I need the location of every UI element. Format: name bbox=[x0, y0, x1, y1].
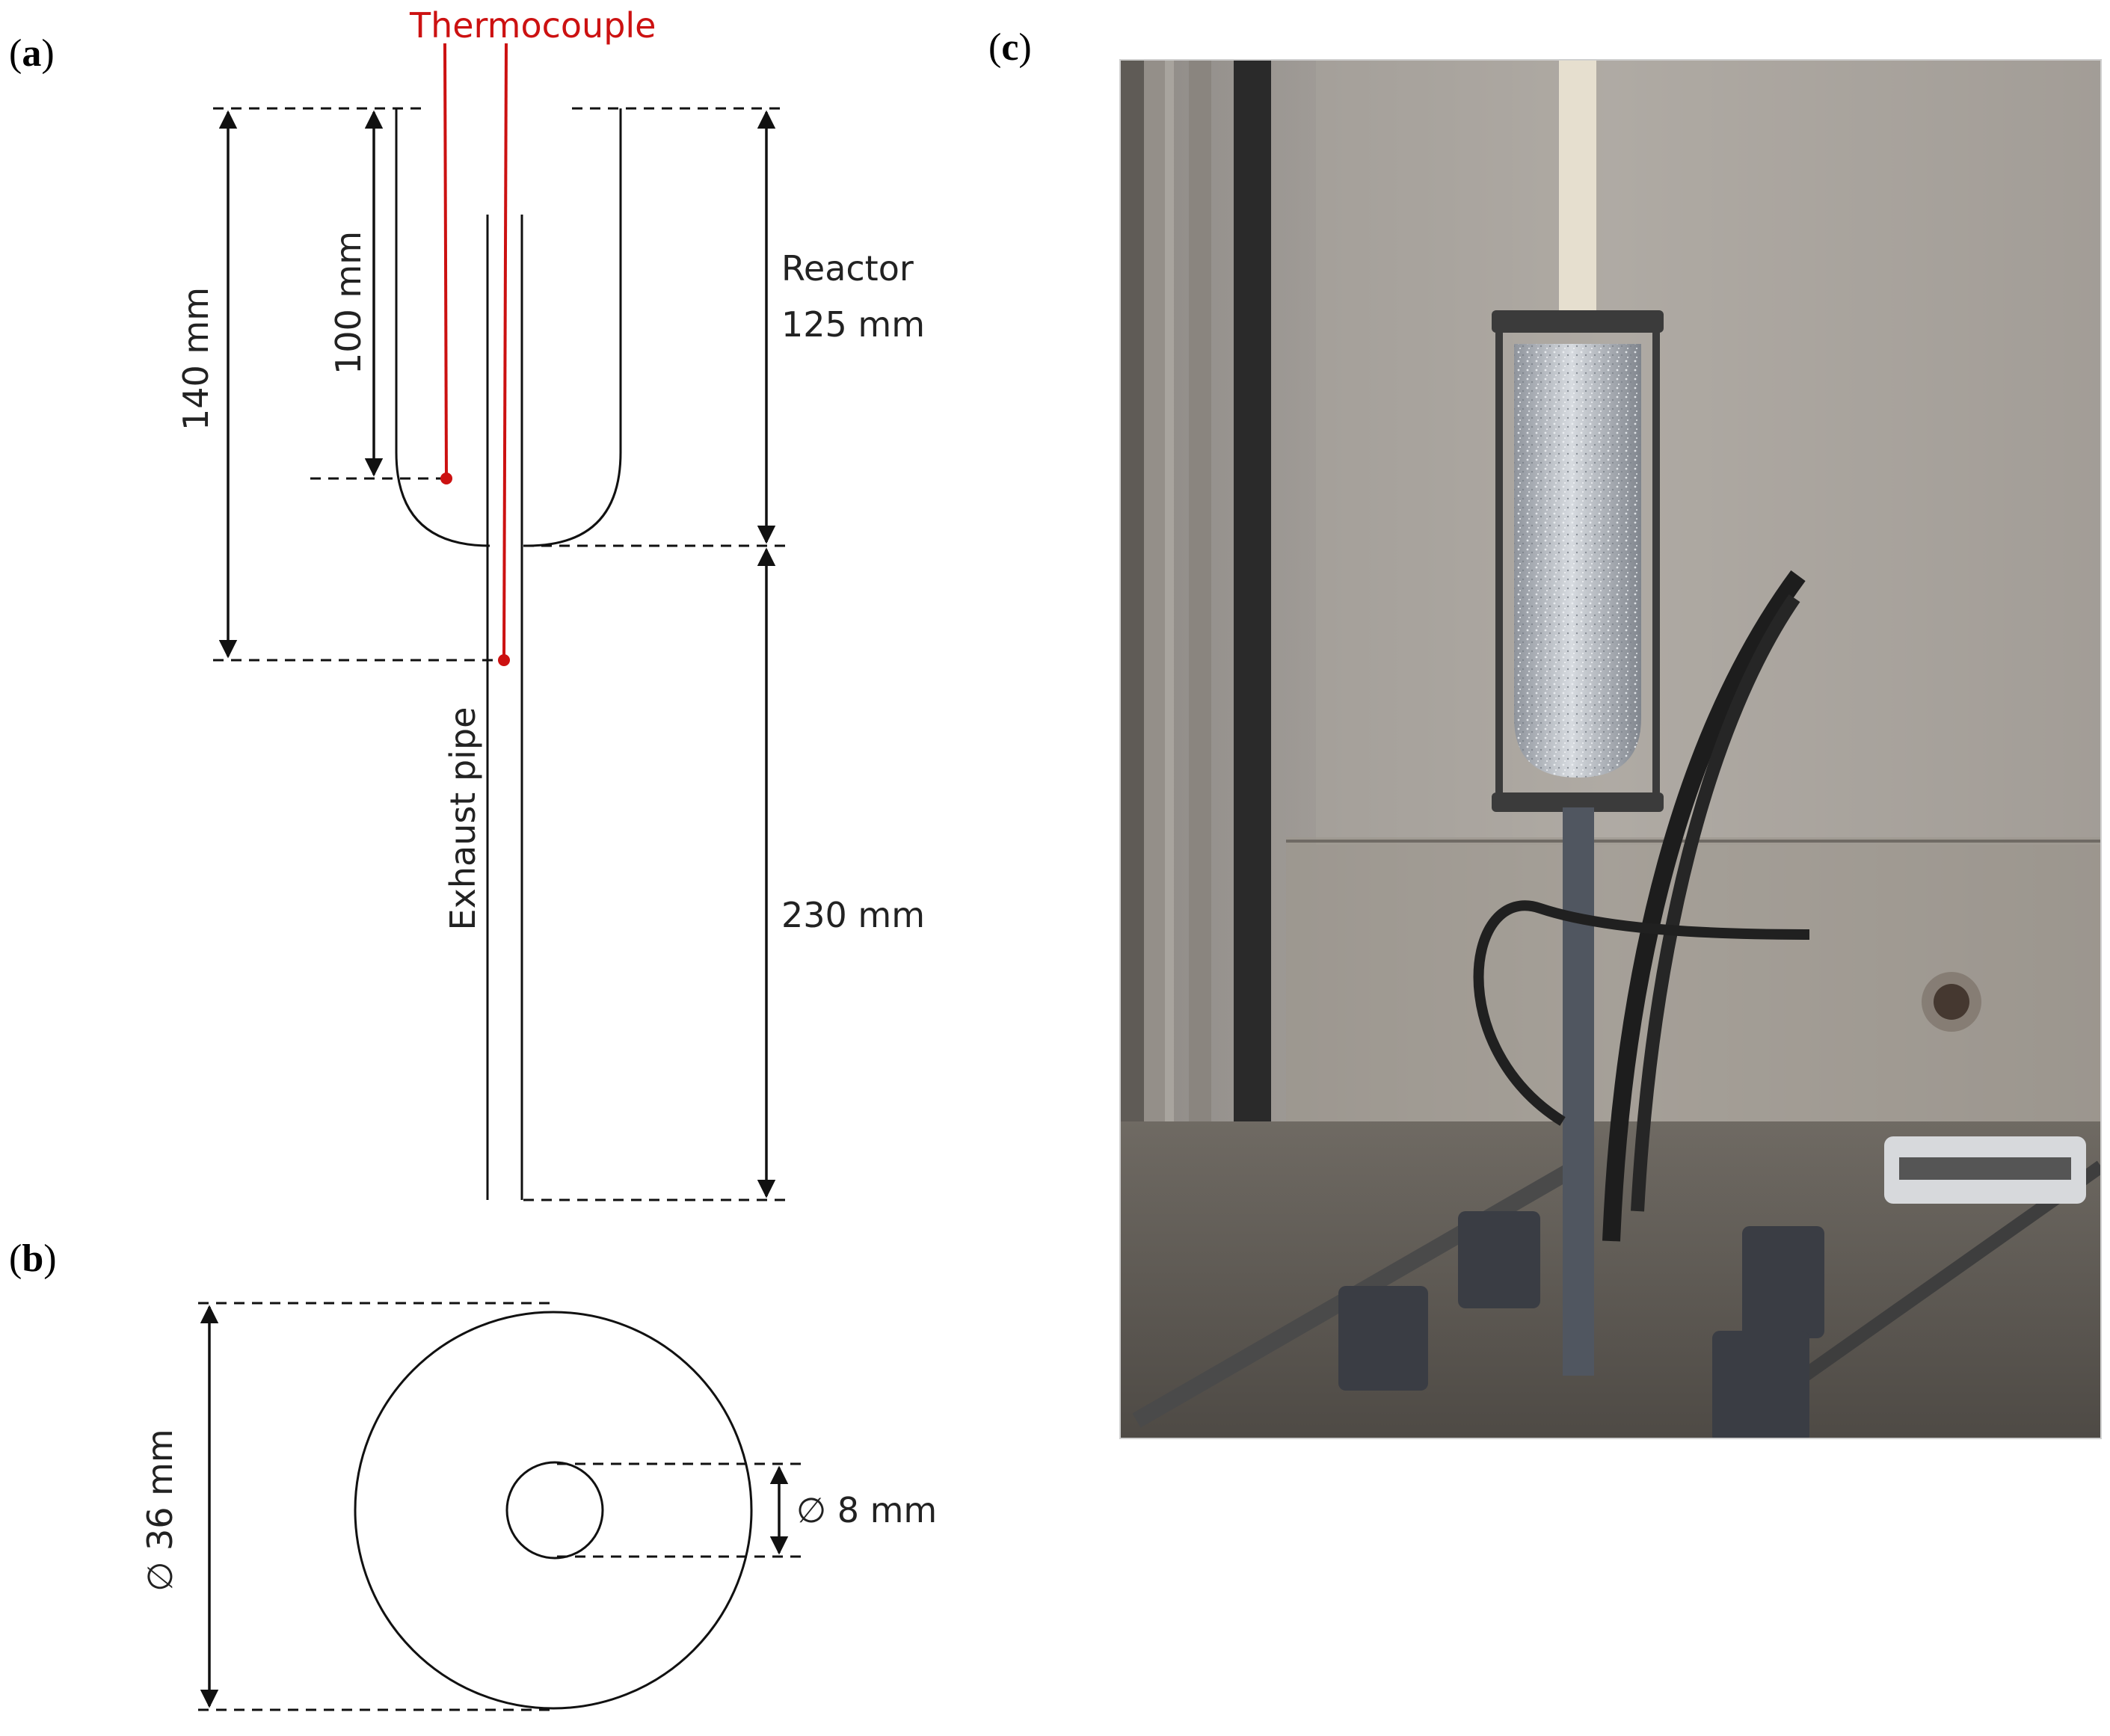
inner-circle bbox=[505, 1461, 604, 1560]
outer-circle bbox=[354, 1311, 753, 1710]
reactor-left-wall bbox=[395, 108, 490, 547]
inner-diameter-label: ∅ 8 mm bbox=[796, 1490, 937, 1530]
hose-2 bbox=[1473, 900, 1810, 1126]
burn-mark bbox=[1934, 984, 1969, 1020]
cable-chain bbox=[1234, 60, 1271, 1181]
cross-section-diagram: ∅ 36 mm ∅ 8 mm bbox=[140, 1302, 937, 1711]
dim-230-label: 230 mm bbox=[781, 895, 925, 935]
exhaust-pipe-label: Exhaust pipe bbox=[443, 707, 483, 931]
thermocouple-tip-1 bbox=[440, 473, 452, 484]
outer-diameter-label: ∅ 36 mm bbox=[140, 1429, 180, 1591]
lower-wall-panel bbox=[1286, 837, 2101, 1136]
thermocouple-label: Thermocouple bbox=[409, 5, 656, 46]
reactor-right-wall bbox=[526, 108, 622, 547]
panel-label-b: (b) bbox=[9, 1237, 57, 1280]
thermocouple-wire-1 bbox=[443, 43, 448, 479]
panel-label-c: (c) bbox=[988, 26, 1032, 69]
thermocouple-tip-2 bbox=[498, 654, 510, 666]
photo-exhaust-pipe bbox=[1563, 807, 1594, 1376]
dim-100-label: 100 mm bbox=[328, 231, 369, 375]
panel-label-a: (a) bbox=[9, 32, 55, 75]
reactor-photo bbox=[1119, 59, 2102, 1439]
hose-1 bbox=[1602, 570, 1806, 1242]
ceramic-rod bbox=[1559, 60, 1596, 314]
reactor-dim-label: 125 mm bbox=[781, 304, 925, 345]
thermocouple-wire-2 bbox=[502, 43, 508, 661]
reactor-schematic: Thermocouple 140 mm 100 mm Reactor 125 m… bbox=[176, 5, 925, 1201]
back-wall-panel bbox=[1316, 60, 2101, 845]
dim-140-label: 140 mm bbox=[176, 287, 216, 431]
reactor-label: Reactor bbox=[781, 248, 914, 289]
